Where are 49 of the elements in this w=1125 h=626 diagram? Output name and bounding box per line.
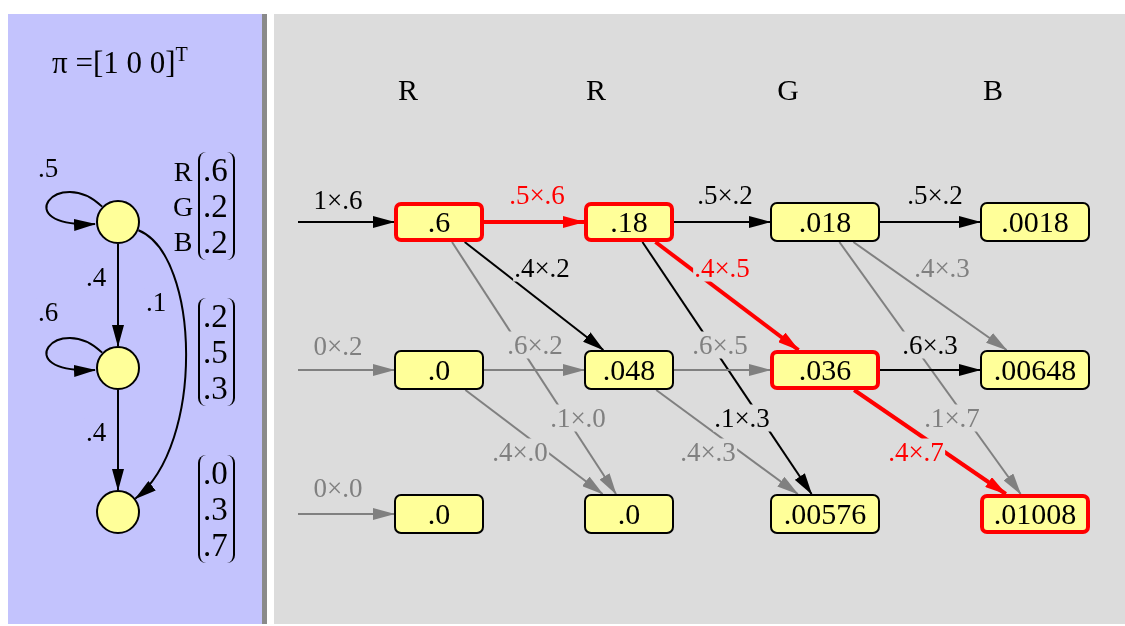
arrow: [673, 364, 771, 376]
loop-arrow: [45, 336, 104, 376]
arrow: [297, 508, 395, 520]
arrow: [853, 388, 1007, 496]
observation-label: R: [586, 75, 606, 105]
arrow: [464, 389, 604, 495]
probability-box: .00576: [770, 494, 880, 534]
probability-box: .00648: [980, 350, 1090, 390]
loop-arrow: [45, 190, 104, 230]
symbol-label: G: [172, 193, 194, 221]
edge-label: .1×.3: [713, 404, 771, 432]
arrow: [483, 364, 585, 376]
probability-box: .0018: [980, 202, 1090, 242]
edge-label: .6×.2: [506, 331, 564, 359]
probability-box: .0: [394, 350, 484, 390]
symbol-label: R: [173, 158, 193, 186]
probability-box: .036: [770, 350, 880, 390]
arrow: [297, 216, 395, 228]
emission-vector: .2 .5 .3: [198, 298, 235, 406]
symbol-label: B: [173, 228, 193, 256]
arrow: [484, 216, 585, 228]
arrow: [879, 364, 981, 376]
probability-box: .018: [770, 202, 880, 242]
probability-box: .01008: [980, 494, 1090, 534]
arrow: [112, 389, 124, 491]
arrow: [654, 240, 800, 352]
observation-label: B: [983, 75, 1003, 105]
arrow: [673, 216, 771, 228]
arrow: [463, 241, 605, 351]
probability-box: .0: [394, 494, 484, 534]
observation-label: G: [777, 75, 799, 105]
arrow: [879, 216, 981, 228]
probability-box: .6: [394, 202, 484, 242]
arrow: [112, 243, 124, 347]
observation-label: R: [398, 75, 418, 105]
edge-label: .6×.5: [691, 331, 749, 359]
probability-box: .0: [584, 494, 674, 534]
arrow: [655, 389, 799, 495]
arrow: [134, 229, 188, 500]
probability-box: .048: [584, 350, 674, 390]
initial-distribution: π =[1 0 0]$^{T}$: [52, 44, 188, 78]
emission-vector: .6 .2 .2: [198, 152, 235, 260]
arrow: [297, 364, 395, 376]
probability-box: .18: [584, 202, 674, 242]
edge-label: .6×.3: [901, 331, 959, 359]
emission-vector: .0 .3 .7: [198, 455, 235, 563]
arrow: [852, 241, 1008, 351]
edge-label: .1×.7: [923, 404, 981, 432]
edge-label: .1×.0: [549, 404, 607, 432]
